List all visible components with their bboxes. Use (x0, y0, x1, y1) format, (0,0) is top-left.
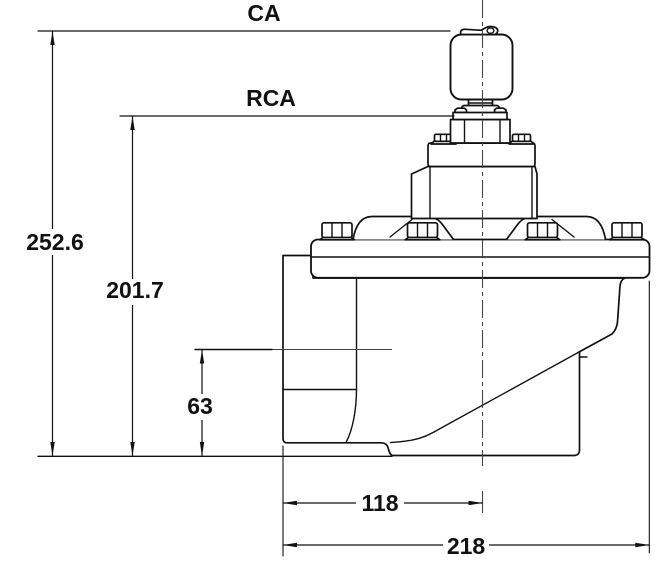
total-height-label: 252.6 (26, 229, 84, 255)
dim-201-arrow-top (130, 116, 135, 130)
bolt4-head (611, 221, 643, 239)
dim-118-arrow-right (468, 500, 483, 506)
left-nut-facets (439, 133, 448, 142)
dim-118-arrow-left (283, 500, 297, 506)
port-center-height-label: 63 (187, 393, 213, 419)
dome-left-mound (352, 215, 455, 241)
center-offset-label: 118 (361, 490, 398, 516)
bolt2-facets (416, 222, 429, 239)
valve-lower-body (282, 254, 626, 457)
flange-bolts (318, 221, 646, 241)
dim-252-textbg (25, 229, 85, 255)
centerlines (272, 0, 484, 513)
fitting-ring (486, 27, 495, 34)
dim-218-arrow-right (635, 542, 650, 548)
flange-plate (310, 238, 651, 279)
dim-252-arrow-bottom (50, 442, 55, 456)
bolt3-facets (536, 222, 549, 239)
main-flange (310, 238, 651, 279)
dome-cover (352, 215, 607, 241)
upper-block-lines (463, 118, 501, 144)
dim-63-arrow-top (199, 349, 205, 364)
rca-height-label: 201.7 (106, 277, 164, 303)
right-nut-facets (517, 133, 526, 142)
rca-label: RCA (246, 85, 296, 111)
bolt4-facets (621, 222, 633, 239)
ca-label: CA (247, 0, 280, 26)
small-flange-plate (452, 111, 508, 121)
solenoid-cap (449, 33, 514, 101)
right-nut-head (511, 133, 532, 143)
body-silhouette (282, 254, 626, 457)
inlet-inner-curve (345, 388, 358, 443)
dim-252-arrow-top (50, 31, 55, 45)
bolt3-head (526, 221, 559, 239)
bonnet-mid-plate (427, 142, 536, 168)
bolt1-facets (331, 222, 343, 239)
outlet-chute-edge (389, 351, 581, 444)
dim-201-textbg (104, 279, 166, 305)
upper-block (449, 118, 511, 144)
dim-63-arrow-bottom (199, 442, 205, 456)
bolt2-head (406, 221, 439, 239)
bonnet-stack (410, 25, 538, 220)
dim-218-textbg (443, 536, 489, 561)
dimension-annotations: CA RCA 252.6 201.7 63 118 218 (25, 0, 650, 561)
dim-118-textbg (356, 492, 404, 517)
armature-neck-group (452, 97, 508, 121)
bolt1-head (321, 221, 353, 239)
dim-201-arrow-bottom (130, 442, 135, 456)
dim-218-arrow-left (283, 542, 297, 548)
dim-63-textbg (183, 394, 217, 420)
overall-length-label: 218 (447, 533, 486, 559)
